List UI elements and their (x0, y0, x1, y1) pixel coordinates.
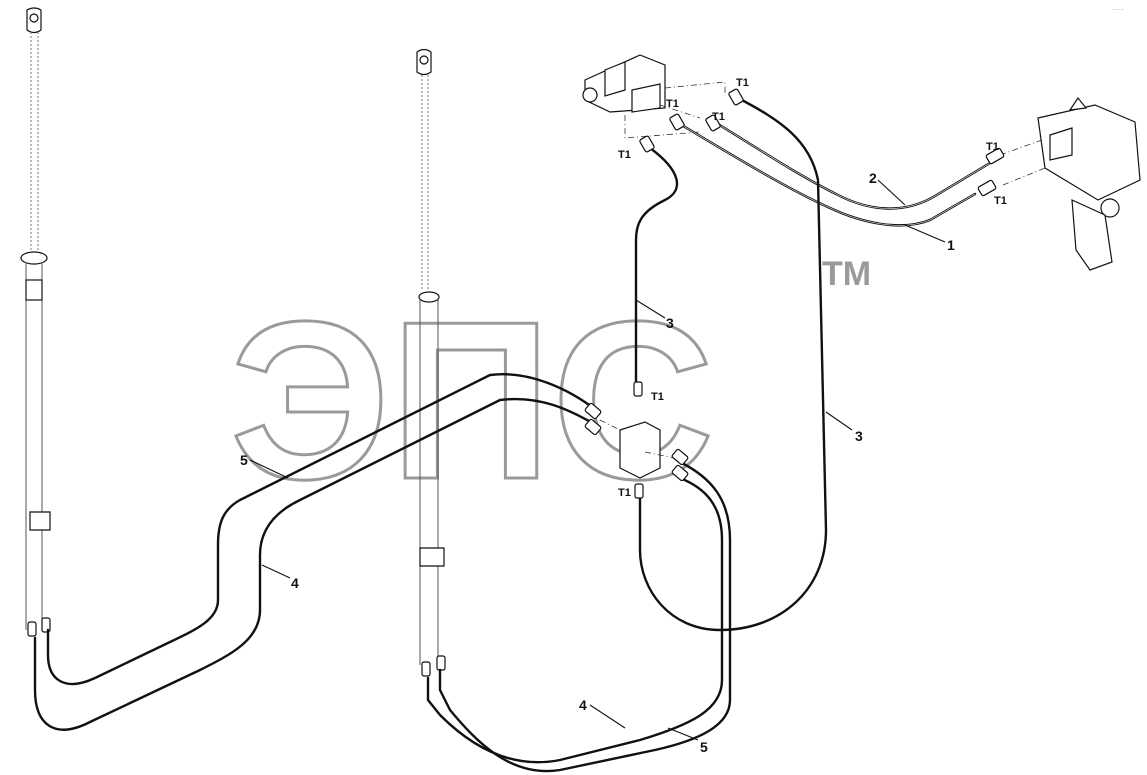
hose-4 (33, 397, 724, 764)
hose-3-upper (634, 146, 679, 387)
fitting-label-t1: T1 (651, 391, 664, 403)
fitting-label-t1: T1 (666, 98, 679, 110)
watermark-trademark: TM (822, 255, 871, 293)
fitting-label-t1: T1 (712, 111, 725, 123)
callout-2: 2 (869, 170, 877, 186)
fitting-label-t1: T1 (986, 141, 999, 153)
fitting-label-t1: T1 (994, 195, 1007, 207)
fittings (584, 88, 1005, 499)
left-cylinder (20, 7, 51, 637)
right-valve-block (999, 96, 1141, 271)
callout-5-bottom: 5 (700, 739, 708, 755)
corner-mark: ... ... (1112, 6, 1124, 12)
distribution-block (599, 419, 676, 479)
callout-4-left: 4 (291, 575, 299, 591)
control-valve-top (582, 54, 726, 139)
hose-3-right (638, 96, 828, 632)
callout-3-upper: 3 (666, 315, 674, 331)
callout-5-left: 5 (240, 452, 248, 468)
callout-1: 1 (947, 237, 955, 253)
callout-3-right: 3 (855, 428, 863, 444)
fitting-label-t1: T1 (618, 487, 631, 499)
callout-leaders (249, 179, 946, 741)
hose-2 (716, 122, 997, 210)
callout-4-bottom: 4 (579, 697, 587, 713)
hose-5 (46, 373, 732, 773)
fitting-label-t1: T1 (736, 77, 749, 89)
watermark: ЭПС TM (229, 255, 872, 528)
hose-1 (678, 122, 977, 227)
middle-cylinder (416, 48, 446, 677)
fitting-label-t1: T1 (618, 149, 631, 161)
